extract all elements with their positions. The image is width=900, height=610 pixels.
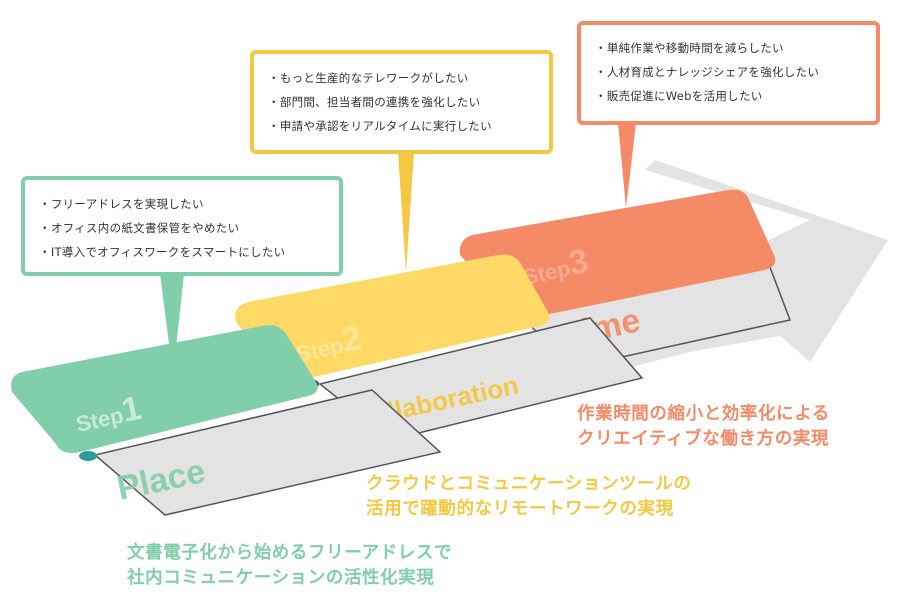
step1-fold [79, 451, 97, 461]
list-item: 申請や承認をリアルタイムに実行したい [268, 114, 549, 138]
step1-benefit-line: 文書電子化から始めるフリーアドレスで [127, 543, 453, 563]
step2-needs-callout: もっと生産的なテレワークがしたい 部門間、担当者間の連携を強化したい 申請や承認… [250, 50, 553, 154]
list-item: フリーアドレスを実現したい [39, 192, 339, 216]
step1-keyword-panel [93, 389, 442, 516]
step2-benefit-line: クラウドとコミュニケーションツールの [366, 474, 692, 494]
callout1-pointer [160, 274, 184, 375]
step1-benefit-line: 社内コミュニケーションの活性化実現 [127, 568, 435, 588]
step1-card [11, 325, 318, 453]
list-item: 販売促進にWebを活用したい [595, 84, 876, 108]
list-item: IT導入でオフィスワークをスマートにしたい [39, 240, 339, 264]
list-item: オフィス内の紙文書保管をやめたい [39, 216, 339, 240]
step1-needs-callout: フリーアドレスを実現したい オフィス内の紙文書保管をやめたい IT導入でオフィス… [21, 176, 343, 276]
step3-benefit-line: クリエイティブな働き方の実現 [577, 429, 829, 449]
list-item: 部門間、担当者間の連携を強化したい [268, 90, 549, 114]
step3-benefit: 作業時間の縮小と効率化による クリエイティブな働き方の実現 [577, 402, 830, 452]
list-item: もっと生産的なテレワークがしたい [268, 66, 549, 90]
step1-benefit: 文書電子化から始めるフリーアドレスで 社内コミュニケーションの活性化実現 [127, 541, 452, 591]
callout3-pointer [618, 123, 636, 208]
step2-benefit-line: 活用で躍動的なリモートワークの実現 [366, 499, 674, 519]
step3-card [459, 189, 776, 319]
step3-benefit-line: 作業時間の縮小と効率化による [577, 404, 830, 424]
callout2-pointer [398, 152, 414, 272]
step2-card [235, 254, 550, 381]
step3-needs-callout: 単純作業や移動時間を減らしたい 人材育成とナレッジシェアを強化したい 販売促進に… [577, 21, 880, 125]
list-item: 人材育成とナレッジシェアを強化したい [595, 60, 876, 84]
step1-needs-list: フリーアドレスを実現したい オフィス内の紙文書保管をやめたい IT導入でオフィス… [39, 192, 339, 264]
step2-needs-list: もっと生産的なテレワークがしたい 部門間、担当者間の連携を強化したい 申請や承認… [268, 66, 549, 138]
list-item: 単純作業や移動時間を減らしたい [595, 36, 876, 60]
step3-needs-list: 単純作業や移動時間を減らしたい 人材育成とナレッジシェアを強化したい 販売促進に… [595, 36, 876, 108]
step2-benefit: クラウドとコミュニケーションツールの 活用で躍動的なリモートワークの実現 [366, 472, 691, 522]
